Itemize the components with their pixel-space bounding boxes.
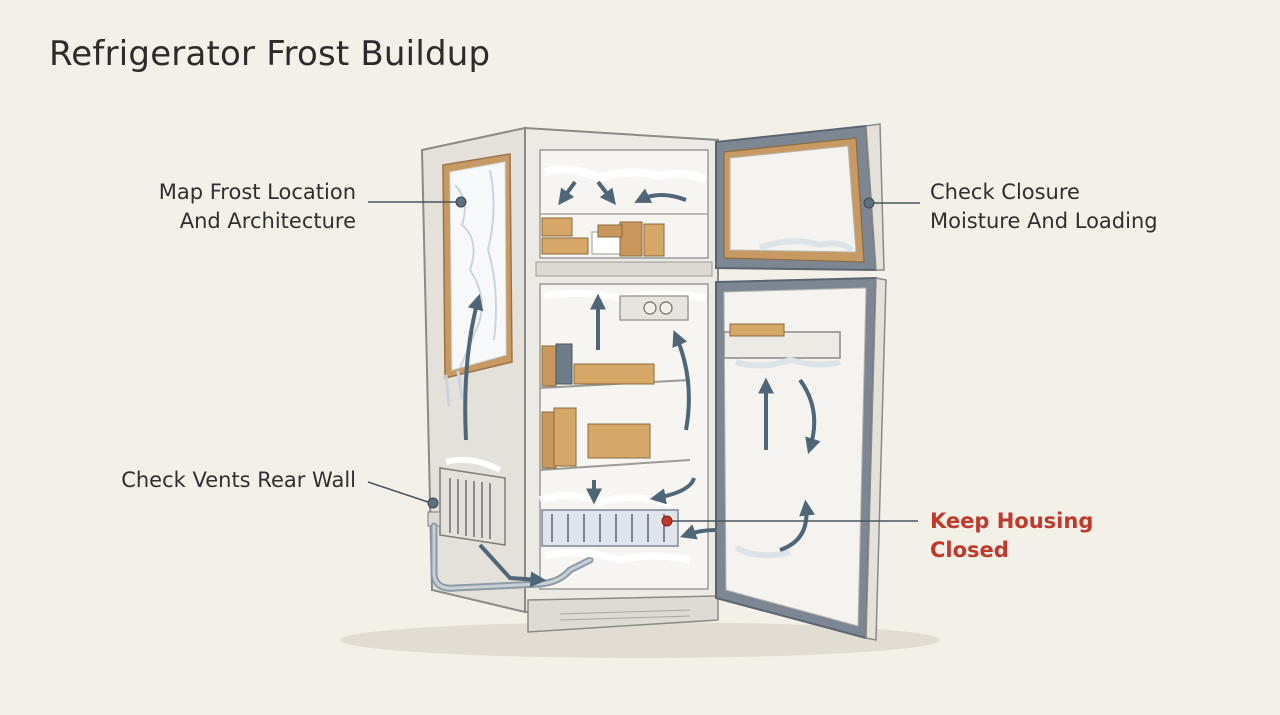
callout-check-closure: Check Closure Moisture And Loading [930,178,1158,236]
page-title: Refrigerator Frost Buildup [49,34,491,74]
callout-keep-housing: Keep Housing Closed [930,507,1093,565]
marker-keep-housing [661,515,673,527]
callout-map-frost-line1: Map Frost Location [158,180,356,204]
leader-check-vents [367,481,429,503]
callout-check-vents: Check Vents Rear Wall [121,466,356,495]
marker-check-vents [427,497,439,509]
callout-check-closure-line2: Moisture And Loading [930,209,1158,233]
callout-keep-housing-line1: Keep Housing [930,509,1094,533]
leader-lines [367,196,920,527]
callout-keep-housing-line2: Closed [930,538,1009,562]
callout-map-frost: Map Frost Location And Architecture [159,178,356,236]
freezer-door [715,123,885,272]
marker-check-closure [863,197,875,209]
floor-shadow [340,622,940,658]
callout-map-frost-line2: And Architecture [179,209,356,233]
marker-map-frost [455,196,467,208]
side-frost-panel [442,153,513,441]
rear-vent-grille [427,456,594,592]
callout-check-closure-line1: Check Closure [930,180,1080,204]
fridge-contents [538,289,745,564]
callout-check-vents-line1: Check Vents Rear Wall [121,468,356,492]
fridge-door [715,276,887,641]
freezer-contents [540,165,708,257]
